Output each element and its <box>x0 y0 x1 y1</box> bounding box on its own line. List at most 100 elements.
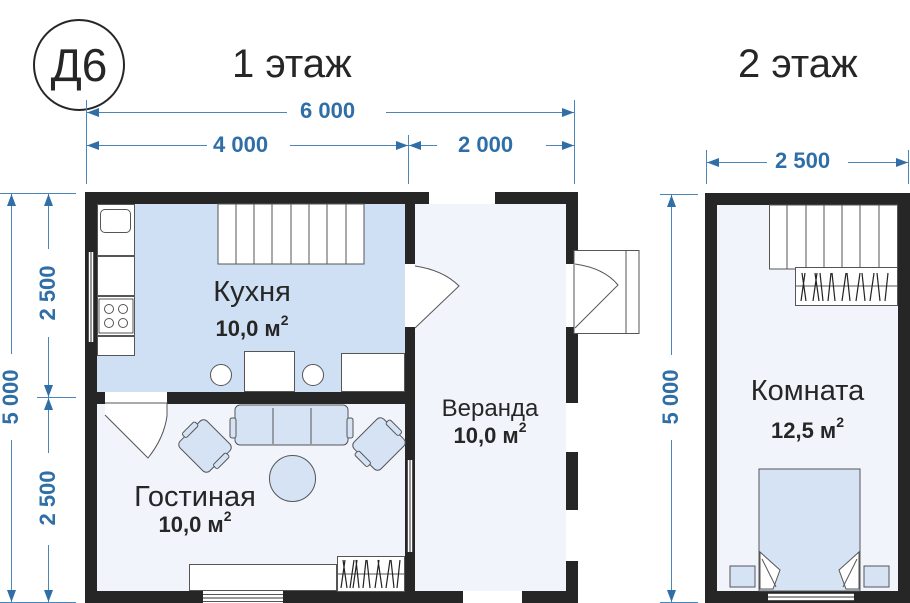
room-name-kitchen: Кухня <box>213 276 291 308</box>
window <box>203 594 283 602</box>
extension-line <box>706 150 707 184</box>
room-area-kitchen: 10,0 м2 <box>182 312 322 342</box>
dimension-line <box>671 195 672 355</box>
wall-top-veranda <box>495 192 578 204</box>
arrow-up-icon <box>7 194 16 206</box>
badge-label: Д6 <box>50 39 108 91</box>
arrow-right-icon <box>562 108 574 117</box>
dimension-line <box>707 162 767 163</box>
window <box>88 252 94 342</box>
dimension-line <box>671 440 672 602</box>
dim-floor2-width: 2 500 <box>775 148 831 173</box>
dimension-line <box>290 145 408 146</box>
wall-partition <box>167 392 415 404</box>
staircase-icon <box>217 203 365 265</box>
wardrobe-hangers-icon <box>337 556 405 592</box>
wardrobe-hangers-icon <box>795 267 898 306</box>
arrow-up-icon <box>44 194 53 206</box>
dim-floor2-height: 5 000 <box>658 369 683 425</box>
wall-bottom-veranda <box>522 591 578 603</box>
wall-right <box>566 452 578 510</box>
extension-line <box>86 100 87 184</box>
dimension-line <box>546 145 574 146</box>
door-swing-icon <box>414 265 460 329</box>
stool <box>302 364 324 386</box>
wall-right <box>566 561 578 603</box>
arrow-down-icon <box>667 590 676 602</box>
project-badge: Д6 <box>33 19 125 111</box>
entrance-door-icon <box>573 250 640 334</box>
wall-partition <box>85 392 105 404</box>
room-name-bedroom: Комната <box>750 375 865 407</box>
arrow-left-icon <box>87 141 99 150</box>
area-unit-sup: 2 <box>223 508 232 524</box>
counter <box>97 336 135 356</box>
window <box>768 593 854 601</box>
veranda-floor <box>415 204 566 591</box>
wall-bottom <box>85 591 203 603</box>
cabinet <box>189 564 337 591</box>
arrow-down-icon <box>44 590 53 602</box>
door-swing-icon <box>104 402 168 459</box>
sofa-icon <box>229 404 354 446</box>
dimension-line <box>386 112 574 113</box>
armchair-icon <box>352 417 406 471</box>
arrow-right-icon <box>396 141 408 150</box>
coffee-table <box>269 455 316 502</box>
wall-top <box>85 192 429 204</box>
extension-line <box>908 150 909 184</box>
dimension-line <box>87 145 207 146</box>
dim-total-height: 5 000 <box>0 369 23 425</box>
room-name-living: Гостиная <box>134 481 256 513</box>
room-area-living: 10,0 м2 <box>120 508 270 538</box>
dimension-line <box>48 337 49 397</box>
area-value: 10,0 м <box>215 316 281 341</box>
dimension-line <box>48 545 49 602</box>
door-opening <box>105 392 167 404</box>
dim-total-width: 6 000 <box>300 98 356 123</box>
dim-height-top: 2 500 <box>35 265 60 321</box>
arrow-right-icon <box>896 158 908 167</box>
stool <box>210 364 232 386</box>
dimension-line <box>11 194 12 354</box>
wall-partition <box>405 192 415 264</box>
floor-1-title: 1 этаж <box>232 42 352 86</box>
armchair-icon <box>178 419 232 473</box>
door-opening <box>405 264 415 327</box>
extension-line <box>574 100 575 184</box>
arrow-down-icon <box>44 385 53 397</box>
extension-line <box>37 397 76 398</box>
wall-right <box>898 193 910 603</box>
dimension-line <box>848 162 908 163</box>
room-area-bedroom: 12,5 м2 <box>735 414 880 444</box>
dim-width-2000: 2 000 <box>458 132 514 157</box>
dimension-line <box>48 398 49 453</box>
floor-2-title: 2 этаж <box>738 42 858 86</box>
wall-left <box>705 193 717 603</box>
wall-bottom <box>283 591 463 603</box>
window <box>407 460 413 552</box>
dining-table <box>244 351 295 392</box>
area-value: 10,0 м <box>453 423 519 448</box>
area-unit-sup: 2 <box>836 414 844 430</box>
fridge <box>341 353 405 392</box>
arrow-down-icon <box>7 590 16 602</box>
arrow-left-icon <box>87 108 99 117</box>
stove-burners-icon <box>98 298 134 334</box>
arrow-up-icon <box>667 195 676 207</box>
staircase-icon <box>769 204 898 270</box>
area-unit-sup: 2 <box>518 419 527 435</box>
area-value: 10,0 м <box>158 512 224 537</box>
counter <box>97 256 135 296</box>
sink-icon <box>100 209 131 233</box>
wall-right <box>566 327 578 403</box>
arrow-up-icon <box>44 398 53 410</box>
room-name-veranda: Веранда <box>441 395 539 422</box>
arrow-left-icon <box>707 158 719 167</box>
arrow-left-icon <box>409 141 421 150</box>
dimension-line <box>409 145 437 146</box>
extension-line <box>408 135 409 184</box>
extension-line <box>660 194 698 195</box>
dimension-line <box>48 194 49 249</box>
dimension-line <box>11 440 12 602</box>
